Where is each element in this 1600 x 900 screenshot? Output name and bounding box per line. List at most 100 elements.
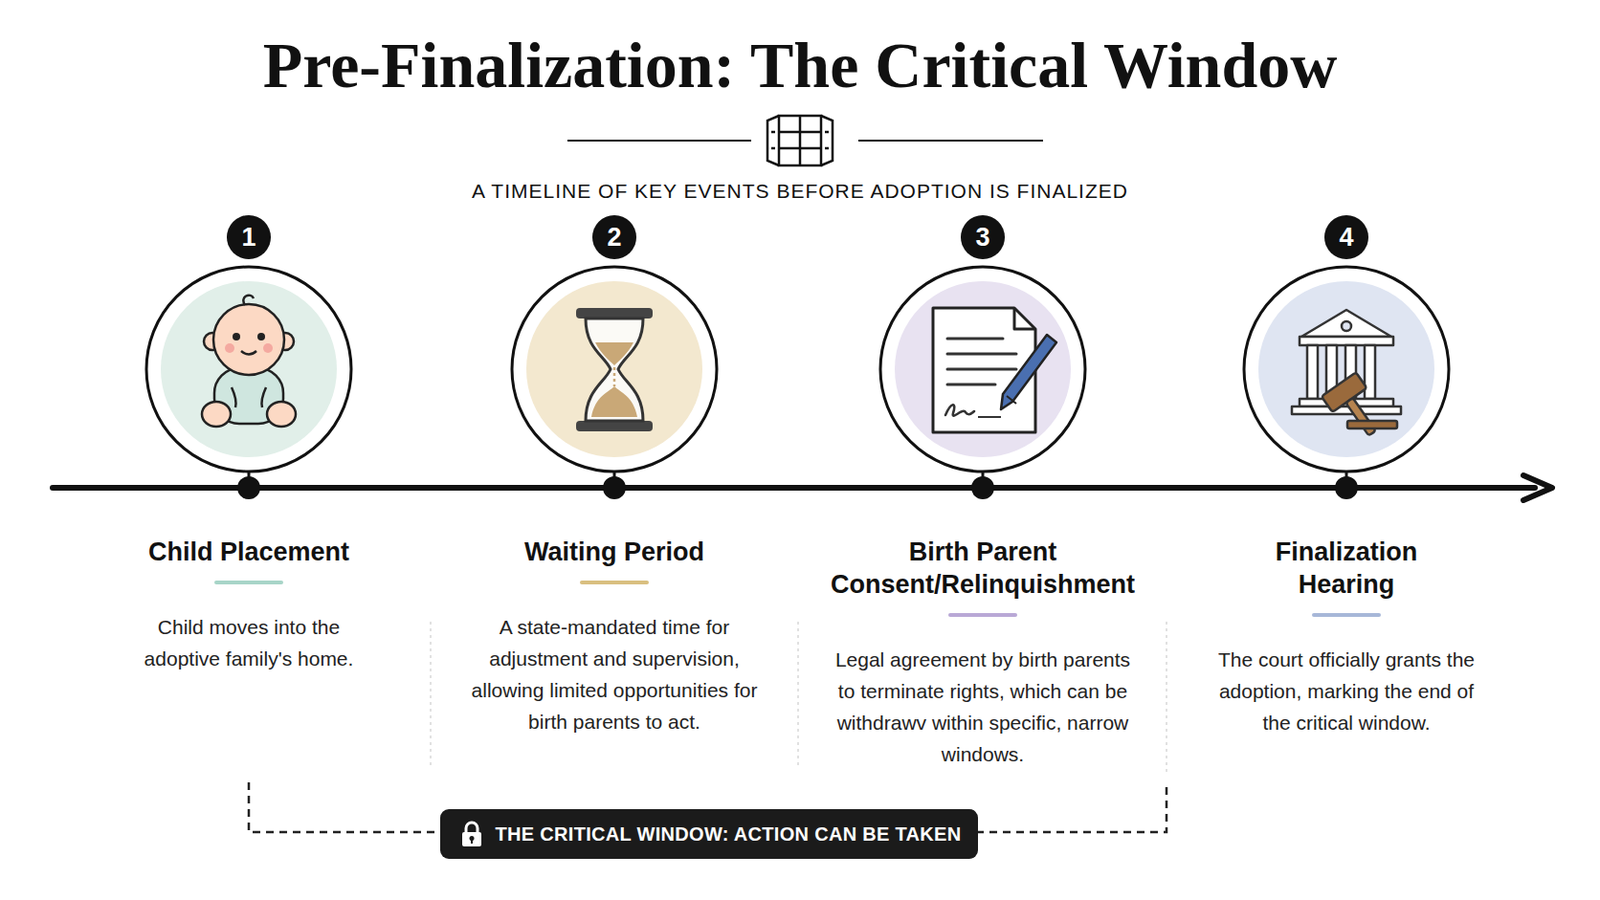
step-description: A state-mandated time for adjustment and… [461, 611, 768, 738]
step-description: Child moves into the adoptive family's h… [129, 611, 369, 675]
icon-circles [526, 281, 703, 458]
callout-number: 1 [241, 222, 256, 253]
window-icon [767, 115, 779, 166]
window-icon [824, 147, 829, 151]
icon-circles [880, 266, 1086, 472]
baby-icon [201, 295, 296, 427]
lock-icon [462, 832, 482, 847]
icon-circles [511, 266, 717, 472]
step-heading: Birth Parent Consent/Relinquishment [810, 535, 1156, 601]
document-icon [947, 383, 996, 387]
document-icon [1006, 396, 1017, 404]
heading-underline [214, 580, 284, 585]
timeline-dots [1334, 476, 1358, 500]
step-description: Legal agreement by birth parents to term… [834, 644, 1132, 771]
step-heading: Finalization Hearing [1250, 535, 1443, 601]
baby-icon [241, 351, 257, 356]
critical-window-box: THE CRITICAL WINDOW: ACTION CAN BE TAKEN [440, 809, 979, 860]
document-icon [947, 368, 1017, 372]
hourglass-icon [576, 308, 653, 319]
timeline-axis [52, 485, 1535, 491]
column-separator [429, 622, 432, 766]
courthouse-icon [1291, 310, 1401, 445]
step-icon-circle: Child PlacementChild moves into the adop… [143, 264, 355, 475]
courthouse-icon [1301, 310, 1392, 337]
courthouse-icon [1299, 336, 1394, 346]
baby-icon [243, 295, 254, 306]
step-heading: Child Placement [95, 535, 402, 569]
window-icon [799, 115, 802, 166]
baby-icon [224, 343, 235, 354]
document-icon [1000, 334, 1057, 410]
baby-icon [213, 304, 285, 376]
baby-icon [262, 387, 267, 408]
hourglass-icon [576, 308, 653, 432]
step-text-column: Birth Parent Consent/RelinquishmentLegal… [800, 535, 1165, 771]
window-icon [824, 131, 829, 134]
baby-icon [232, 333, 241, 341]
step-description: The court officially grants the adoption… [1207, 644, 1486, 739]
document-icon [933, 308, 1057, 433]
callout-number: 3 [975, 222, 990, 253]
timeline-axis [1523, 475, 1553, 501]
heading-underline [1311, 613, 1381, 618]
step-text-column: Child PlacementChild moves into the adop… [86, 535, 412, 675]
window-icon [778, 147, 822, 151]
diagram-title: Pre-Finalization: The Critical Window [0, 26, 1600, 104]
step-text-column: Finalization HearingThe court officially… [1198, 535, 1495, 739]
window-icon [821, 115, 833, 166]
document-icon [977, 416, 1001, 419]
callout-number: 2 [606, 222, 622, 253]
subtitle-label: A TIMELINE OF KEY EVENTS BEFORE ADOPTION… [0, 177, 1600, 205]
hourglass-icon [595, 342, 634, 366]
step-icon-circle: Birth Parent Consent/RelinquishmentLegal… [877, 264, 1089, 475]
icon-circles [1244, 266, 1449, 472]
courthouse-icon [1341, 321, 1352, 332]
column-separator [1165, 622, 1168, 776]
step-number-badge: 3 [960, 215, 1005, 260]
courthouse-icon [1291, 406, 1401, 415]
timeline-dots [237, 471, 1358, 500]
window-icon [771, 147, 776, 151]
step-text-column: Waiting Period A state-mandated time for … [451, 535, 778, 738]
step-number-badge: 1 [226, 215, 271, 260]
callout-number: 4 [1338, 222, 1354, 253]
window-icon [771, 131, 776, 134]
step-heading: Waiting Period [461, 535, 768, 569]
hourglass-icon [585, 318, 644, 422]
title-rule [567, 139, 752, 142]
timeline-axis [52, 475, 1553, 501]
step-number-badge: 4 [1324, 215, 1369, 260]
courthouse-icon [1321, 372, 1391, 445]
courthouse-icon [1321, 372, 1368, 413]
timeline-dots [602, 476, 626, 500]
lock-icon [470, 839, 473, 845]
window-icon [767, 115, 833, 166]
baby-icon [263, 343, 273, 354]
baby-icon [257, 333, 266, 341]
column-separator [797, 622, 800, 766]
courthouse-icon [1364, 345, 1376, 400]
baby-icon [231, 387, 237, 408]
heading-underline [948, 613, 1018, 618]
document-icon [945, 404, 975, 417]
icon-circles [146, 266, 1449, 472]
courthouse-icon [1307, 345, 1318, 400]
icon-circles [160, 281, 337, 458]
document-icon [947, 337, 1003, 341]
courthouse-icon [1345, 398, 1376, 437]
step-number-badge: 2 [592, 215, 637, 260]
lock-icon [459, 820, 485, 849]
baby-icon [201, 401, 231, 427]
title-rule [858, 139, 1044, 142]
window-icon [778, 115, 822, 166]
document-icon [1014, 308, 1036, 330]
timeline-dots [237, 476, 261, 500]
icon-circles [146, 266, 352, 472]
timeline-dots [971, 476, 995, 500]
step-icon-circle: Finalization HearingThe court officially… [1241, 264, 1452, 475]
window-label: THE CRITICAL WINDOW: ACTION CAN BE TAKEN [495, 823, 962, 845]
window-icon [778, 131, 822, 134]
courthouse-icon [1347, 421, 1398, 429]
heading-underline [579, 580, 649, 585]
